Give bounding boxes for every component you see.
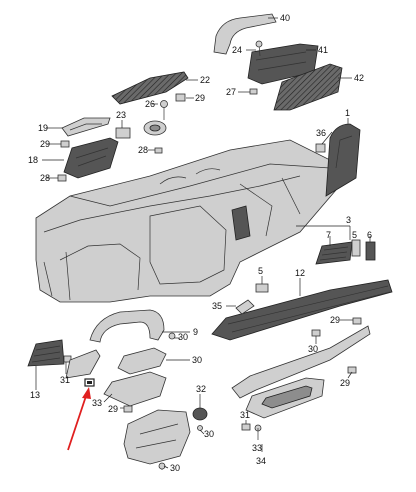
display-cover-part-42 [273,63,343,111]
callout-31-lower: 30 [192,355,202,365]
switch-part-6 [365,241,376,261]
screw-32a [197,425,203,431]
switch-panel [65,349,101,379]
clip-30e [123,405,133,413]
clip-33a [311,329,321,337]
clip-33c [63,355,72,363]
callout-29-top: 27 [226,87,236,97]
callout-7: 7 [326,230,331,240]
clip-29c [57,174,67,182]
callout-30-left: 29 [40,139,50,149]
instrument-hood-part-41 [247,43,319,85]
callout-22: 34 [256,456,266,466]
screw-28a [255,40,263,57]
callout-42: 42 [354,73,364,83]
dashboard-main-body [35,139,337,303]
callout-3: 3 [346,215,351,225]
callout-18: 12 [295,268,305,278]
callout-labels: 40 24 41 42 27 22 29 26 19 23 29 18 28 2… [28,13,372,473]
callout-26: 22 [200,75,210,85]
highlighted-clip-part [84,378,95,387]
side-panel-part-1 [325,123,361,197]
clip-30a [175,93,186,102]
callout-28-top: 24 [232,45,242,55]
top-trim-cover-part-40 [213,13,277,55]
callout-32-bottom: 30 [170,463,180,473]
callout-5: 5 [352,230,357,240]
callout-33-right: 30 [308,344,318,354]
callout-35: 36 [316,128,326,138]
callout-33-left: 31 [60,375,70,385]
instrument-cluster-trim-part-9 [89,309,165,343]
callout-32-mid: 30 [204,429,214,439]
screw-32b [158,462,166,470]
connector-part [255,283,269,293]
frame-part-24 [61,117,111,137]
clip-33b [241,423,251,431]
display-frame-part-22 [245,377,325,419]
switch-part-5 [351,239,361,257]
leader-lines [35,17,371,469]
screw-31 [168,332,176,340]
callout-40: 40 [280,13,290,23]
screw-28b [160,100,168,120]
clip-35 [315,143,326,153]
callout-6: 6 [367,230,372,240]
clip-30d [347,366,357,374]
callout-23: 18 [28,155,38,165]
screw-36 [254,424,262,440]
air-vent-part-7 [315,241,353,265]
callout-19: 13 [30,390,40,400]
bracket-part-27 [115,127,131,139]
column-cover-upper [117,347,167,375]
dash-top-grille-part-26 [111,71,189,105]
callout-31: 30 [178,332,188,342]
left-air-vent-part-19 [27,339,65,367]
callout-29-left: 28 [40,173,50,183]
callout-30-top: 29 [195,93,205,103]
callout-33-bottom: 31 [240,410,250,420]
callout-34: 35 [212,301,222,311]
decor-trim-strip [231,325,371,399]
callout-30-lower: 29 [340,378,350,388]
storage-housing-part-23 [63,137,119,179]
highlight-arrow [67,387,91,451]
callout-9: 9 [193,327,198,337]
callout-29-mid: 28 [138,145,148,155]
callout-30-right: 29 [330,315,340,325]
clip-29a [249,88,258,95]
clip-30b [60,140,70,148]
callout-5-mid: 5 [258,266,263,276]
callout-1: 1 [345,108,350,118]
callout-12: 32 [196,384,206,394]
callout-13: 33 [92,398,102,408]
component-part-12 [192,407,208,421]
bracket-part-34 [235,299,255,315]
lower-shroud [123,409,191,465]
speaker-part [143,120,167,136]
clip-30c [352,317,362,325]
column-cover-part-13 [103,371,167,407]
callout-28-mid: 26 [145,99,155,109]
callout-36: 33 [252,443,262,453]
callout-24: 19 [38,123,48,133]
callout-27: 23 [116,110,126,120]
clip-29b [154,147,163,154]
callout-41: 41 [318,45,328,55]
callout-30-bottom: 29 [108,404,118,414]
